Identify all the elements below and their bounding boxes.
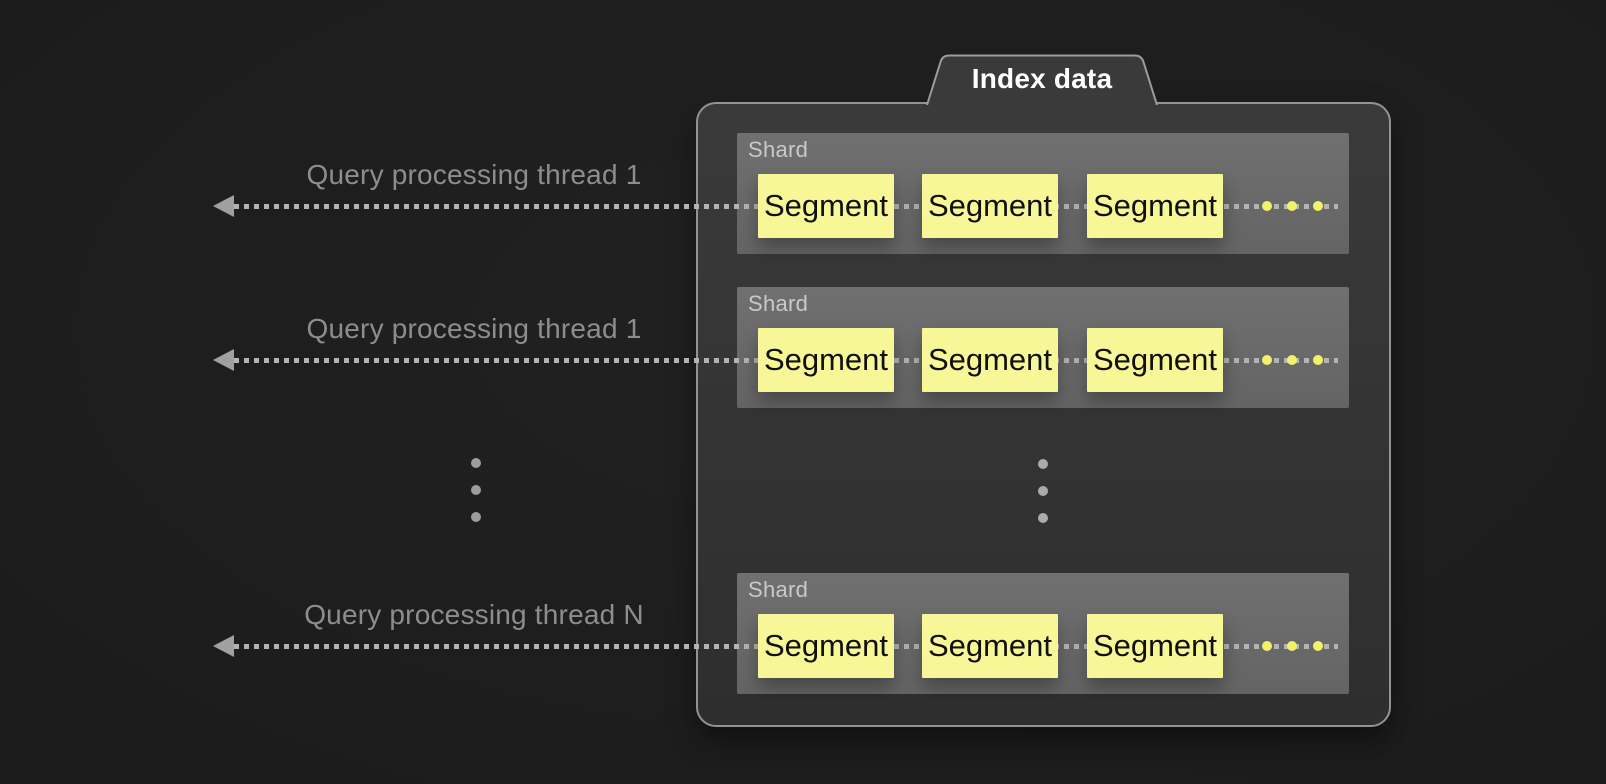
dot bbox=[1038, 486, 1048, 496]
index-data-title: Index data bbox=[971, 63, 1113, 94]
shard-box-3: Shard Segment Segment Segment bbox=[737, 573, 1349, 694]
segment-box: Segment bbox=[1087, 174, 1223, 238]
shard-label: Shard bbox=[748, 577, 809, 602]
segment-box: Segment bbox=[922, 328, 1058, 392]
shard-box-2: Shard Segment Segment Segment bbox=[737, 287, 1349, 408]
query-thread-label: Query processing thread 1 bbox=[306, 159, 642, 190]
query-thread-label: Query processing thread 1 bbox=[306, 313, 642, 344]
segment-box: Segment bbox=[758, 174, 894, 238]
dot bbox=[471, 485, 481, 495]
shard-box-1: Shard Segment Segment Segment bbox=[737, 133, 1349, 254]
dot bbox=[1038, 459, 1048, 469]
segment-box: Segment bbox=[1087, 328, 1223, 392]
segment-box: Segment bbox=[758, 328, 894, 392]
query-thread-label: Query processing thread N bbox=[304, 599, 644, 630]
more-segments-dot-icon bbox=[1313, 201, 1323, 211]
more-segments-dot-icon bbox=[1313, 641, 1323, 651]
dot bbox=[471, 512, 481, 522]
shard-label: Shard bbox=[748, 137, 809, 162]
segment-box: Segment bbox=[922, 614, 1058, 678]
index-data-tab bbox=[926, 54, 1158, 105]
segment-box: Segment bbox=[922, 174, 1058, 238]
segment-box: Segment bbox=[758, 614, 894, 678]
more-threads-ellipsis-icon bbox=[471, 458, 481, 522]
more-segments-dot-icon bbox=[1287, 355, 1297, 365]
dot bbox=[1038, 513, 1048, 523]
more-segments-dot-icon bbox=[1313, 355, 1323, 365]
more-segments-dot-icon bbox=[1262, 201, 1272, 211]
arrow-left-icon bbox=[213, 635, 234, 657]
arrow-left-icon bbox=[213, 195, 234, 217]
more-segments-dot-icon bbox=[1287, 641, 1297, 651]
segment-box: Segment bbox=[1087, 614, 1223, 678]
more-segments-dot-icon bbox=[1262, 641, 1272, 651]
more-shards-ellipsis-icon bbox=[1038, 459, 1048, 523]
arrow-left-icon bbox=[213, 349, 234, 371]
shard-label: Shard bbox=[748, 291, 809, 316]
more-segments-dot-icon bbox=[1262, 355, 1272, 365]
more-segments-dot-icon bbox=[1287, 201, 1297, 211]
dot bbox=[471, 458, 481, 468]
